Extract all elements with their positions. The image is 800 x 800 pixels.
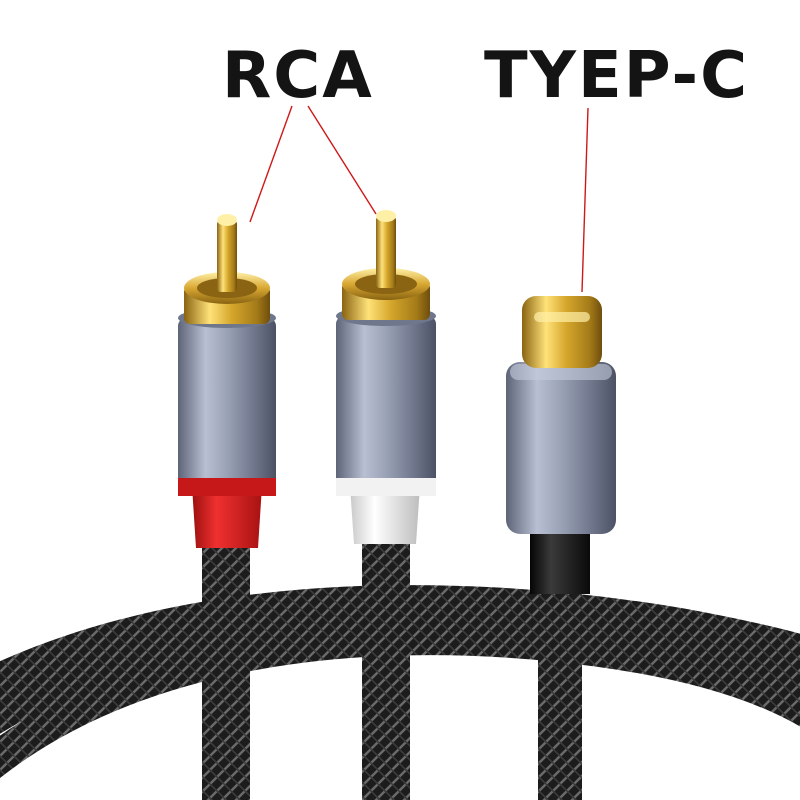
braided-cable-coil: [0, 585, 800, 779]
braided-cable-typec-run: [538, 580, 582, 800]
braided-cable-red-run: [202, 540, 250, 800]
typec-label: TYEP-C: [484, 39, 750, 113]
pointer-lines: [249, 105, 589, 293]
rca-plug-white-icon: [336, 210, 436, 544]
usb-c-plug-icon: [506, 296, 616, 594]
rca-plug-red-icon: [178, 214, 276, 548]
rca-label: RCA: [222, 39, 374, 113]
braided-cable-white-run: [362, 540, 410, 800]
